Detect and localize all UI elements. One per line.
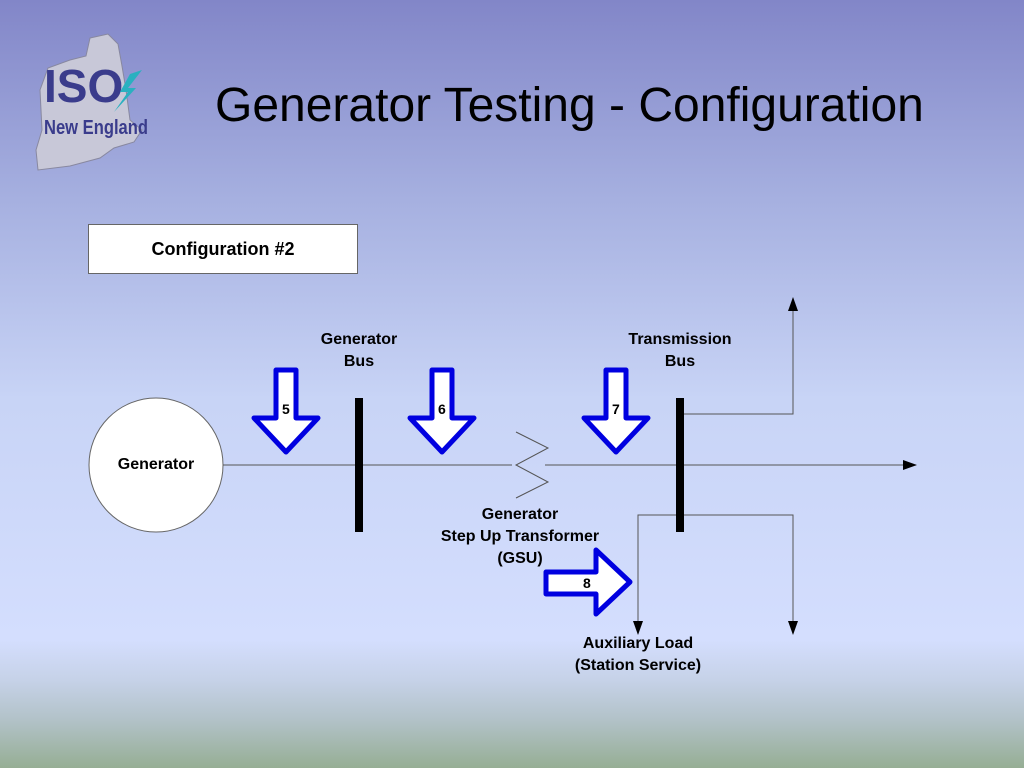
generator-bus-bar	[355, 398, 363, 532]
slide-title: Generator Testing - Configuration	[215, 79, 924, 132]
generator-bus-label-line1: Generator	[320, 331, 398, 348]
logo-iso-text: ISO	[44, 60, 123, 112]
new-england-map-icon	[35, 33, 143, 171]
lightning-bolt-icon	[114, 70, 142, 112]
transformer-symbol	[514, 431, 550, 499]
gsu-label-line2: Step Up Transformer	[440, 528, 600, 545]
generator-label: Generator	[117, 456, 195, 473]
configuration-label: Configuration #2	[151, 238, 295, 259]
generator-bus-label: Generator Bus	[321, 329, 397, 373]
gsu-label: Generator Step Up Transformer (GSU)	[441, 504, 599, 570]
generator-bus-label-line2: Bus	[343, 353, 375, 370]
lower-feeder-line	[684, 514, 798, 635]
transmission-bus-label-line1: Transmission	[628, 331, 732, 348]
transmission-bus-label-line2: Bus	[664, 353, 696, 370]
aux-load-label-line1: Auxiliary Load	[582, 635, 694, 652]
transmission-bus-label: Transmission Bus	[628, 329, 731, 373]
aux-load-feeder-line	[633, 514, 676, 635]
gsu-label-line1: Generator	[481, 506, 559, 523]
measurement-arrow-7	[581, 367, 651, 455]
measurement-arrow-5	[251, 367, 321, 455]
gsu-label-line3: (GSU)	[497, 550, 543, 567]
measurement-arrow-6	[407, 367, 477, 455]
upper-feeder-line	[684, 297, 798, 415]
aux-load-label-line2: (Station Service)	[574, 657, 702, 674]
measurement-point-6-label: 6	[438, 401, 446, 417]
iso-new-england-logo: ISO New England	[30, 30, 160, 175]
aux-load-label: Auxiliary Load (Station Service)	[575, 633, 701, 677]
measurement-point-7-label: 7	[612, 401, 620, 417]
configuration-label-box: Configuration #2	[88, 224, 358, 274]
measurement-point-8-label: 8	[583, 575, 591, 591]
transmission-bus-bar	[676, 398, 684, 532]
measurement-point-5-label: 5	[282, 401, 290, 417]
logo-new-england-text: New England	[44, 117, 148, 139]
measurement-arrow-8	[543, 547, 633, 617]
